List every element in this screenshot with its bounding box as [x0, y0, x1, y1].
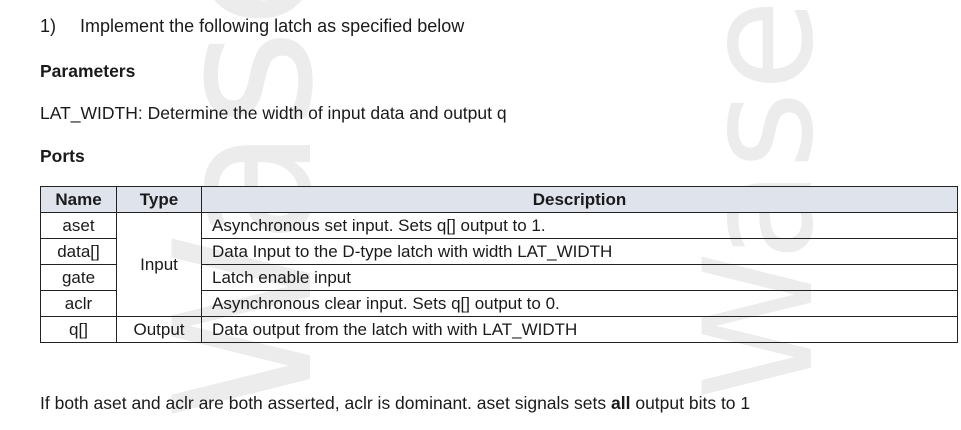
note-line: If both aset and aclr are both asserted,… — [40, 393, 750, 414]
parameters-description: LAT_WIDTH: Determine the width of input … — [40, 103, 507, 123]
port-name: aclr — [40, 290, 117, 317]
table-row: q[] Output Data output from the latch wi… — [40, 316, 958, 343]
table-row: aset Input Asynchronous set input. Sets … — [40, 212, 958, 317]
ports-heading: Ports — [40, 146, 85, 166]
question-text: Implement the following latch as specifi… — [80, 16, 465, 36]
port-name: aset — [40, 212, 117, 239]
port-description: Asynchronous set input. Sets q[] output … — [201, 212, 958, 239]
header-type: Type — [116, 186, 202, 213]
port-description: Asynchronous clear input. Sets q[] outpu… — [201, 290, 958, 317]
port-name: q[] — [40, 316, 117, 343]
ports-table: Name Type Description aset Input Asynchr… — [40, 186, 958, 343]
port-type-input: Input — [116, 212, 202, 317]
port-description: Data Input to the D-type latch with widt… — [201, 238, 958, 265]
port-name: data[] — [40, 238, 117, 265]
table-header-row: Name Type Description — [40, 186, 958, 213]
question-line: 1) Implement the following latch as spec… — [40, 16, 464, 37]
port-description: Latch enable input — [201, 264, 958, 291]
question-number: 1) — [40, 16, 57, 36]
header-description: Description — [201, 186, 958, 213]
port-description: Data output from the latch with with LAT… — [201, 316, 958, 343]
port-type-output: Output — [116, 316, 202, 343]
note-text-start: If both aset and aclr are both asserted,… — [40, 393, 611, 413]
parameters-heading: Parameters — [40, 61, 136, 81]
note-text-end: output bits to 1 — [630, 393, 751, 413]
note-bold-word: all — [611, 393, 631, 413]
header-name: Name — [40, 186, 117, 213]
port-name: gate — [40, 264, 117, 291]
